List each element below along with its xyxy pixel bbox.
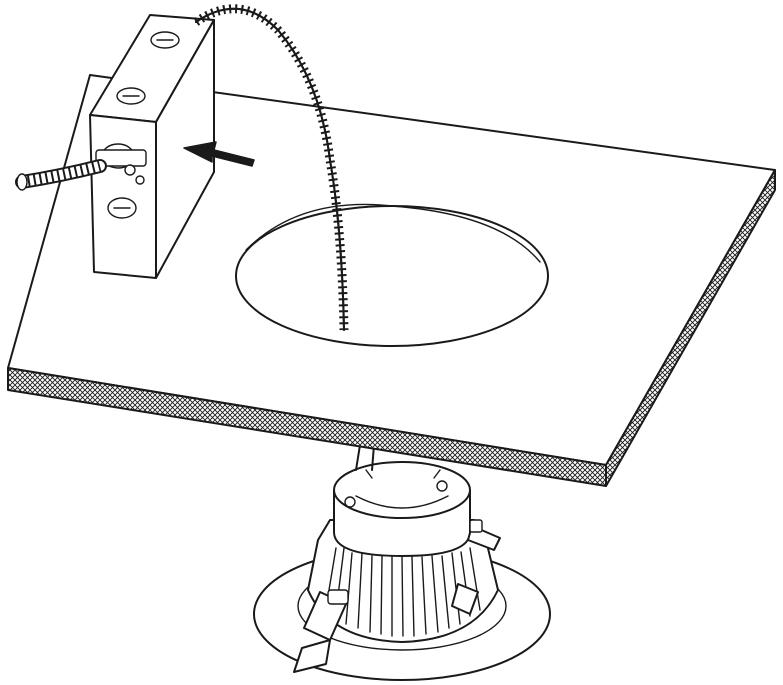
knockout-top-2-icon bbox=[116, 87, 146, 105]
ceiling-cutout bbox=[235, 205, 549, 347]
arrow-left-icon bbox=[183, 141, 255, 167]
driver-housing-top bbox=[333, 461, 471, 519]
flexible-conduit bbox=[193, 4, 349, 331]
cutout-depth-line bbox=[245, 203, 541, 263]
recessed-downlight bbox=[253, 444, 551, 681]
panel-right-edge bbox=[605, 169, 776, 487]
spring-clip-left bbox=[293, 589, 349, 673]
side-conduit bbox=[15, 159, 107, 191]
knockout-front-icon bbox=[107, 197, 137, 219]
spring-clip-right bbox=[451, 519, 501, 615]
junction-box-front bbox=[89, 114, 157, 279]
heat-sink-fins-back bbox=[335, 547, 471, 637]
knockout-top-1-icon bbox=[150, 31, 180, 49]
screw-right-icon bbox=[436, 480, 448, 492]
driver-cap-lines bbox=[355, 469, 449, 509]
screw-left-icon bbox=[344, 496, 356, 508]
conduit-connector bbox=[95, 143, 147, 185]
